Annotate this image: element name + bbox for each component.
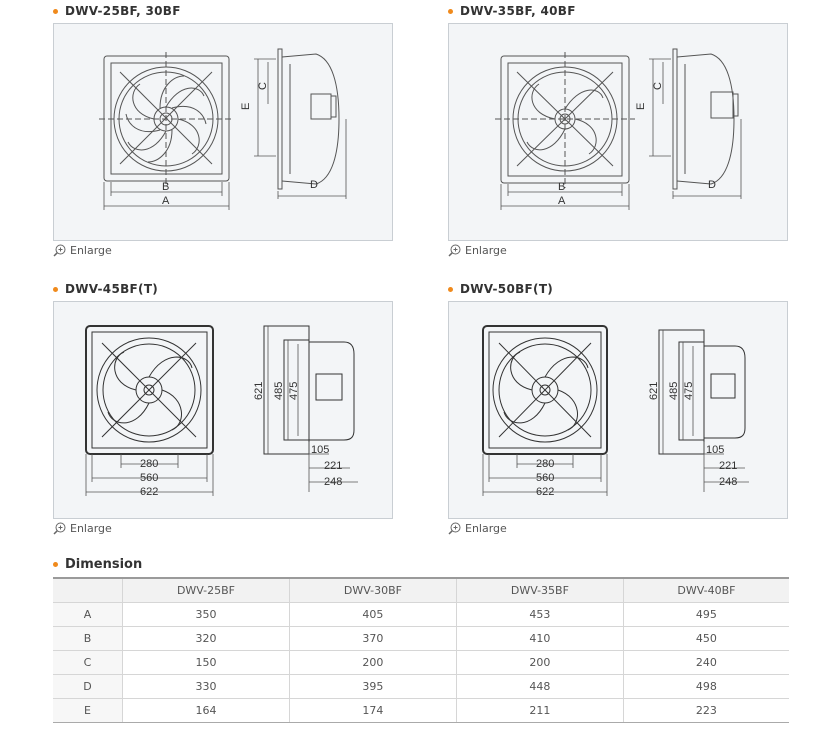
row-label: B — [53, 626, 123, 651]
panel-title-3: DWV-45BF(T) — [53, 282, 158, 296]
bullet-icon — [448, 286, 453, 292]
dim-label-h1: 621 — [648, 382, 660, 400]
table-row: C 150 200 200 240 — [53, 650, 789, 675]
magnify-plus-icon — [448, 244, 461, 257]
panel-title-4: DWV-50BF(T) — [448, 282, 553, 296]
enlarge-link-1[interactable]: Enlarge — [53, 244, 112, 257]
table-cell: 448 — [455, 674, 624, 699]
front-view — [495, 52, 635, 188]
table-row: E 164 174 211 223 — [53, 698, 789, 723]
bullet-icon — [53, 8, 58, 14]
side-view — [658, 329, 746, 455]
table-cell: 395 — [288, 674, 457, 699]
dim-label-a: 622 — [536, 486, 554, 498]
fan-drawing-2: B A E C D — [495, 48, 742, 210]
dim-label-c: 280 — [140, 458, 158, 470]
dim-label-a: A — [558, 195, 566, 207]
bullet-icon — [53, 286, 58, 292]
dimension-table: DWV-25BF DWV-30BF DWV-35BF DWV-40BF A 35… — [53, 577, 789, 723]
table-cell: 150 — [122, 650, 290, 675]
dim-label-c: C — [652, 82, 664, 90]
dim-label-h1: 621 — [253, 382, 265, 400]
magnify-plus-icon — [53, 522, 66, 535]
dim-label-a: 622 — [140, 486, 158, 498]
fan-drawing-1: B A E C D — [99, 48, 347, 210]
panel-title-1: DWV-25BF, 30BF — [53, 4, 181, 18]
table-cell: 453 — [455, 602, 624, 627]
dim-label-h3: 475 — [288, 382, 300, 400]
dim-label-d3: 248 — [324, 476, 342, 488]
dimension-title: Dimension — [53, 557, 142, 572]
bullet-icon — [53, 562, 58, 567]
row-label: C — [53, 650, 123, 675]
table-cell: 223 — [622, 698, 789, 723]
dim-label-h3: 475 — [683, 382, 695, 400]
enlarge-link-2[interactable]: Enlarge — [448, 244, 507, 257]
table-row: A 350 405 453 495 — [53, 602, 789, 627]
table-header-cell: DWV-25BF — [122, 577, 290, 603]
table-cell: 200 — [288, 650, 457, 675]
table-row: D 330 395 448 498 — [53, 674, 789, 699]
dim-label-a: A — [162, 195, 170, 207]
dim-label-h2: 485 — [668, 382, 680, 400]
dim-label-c: C — [257, 82, 269, 90]
dim-label-h2: 485 — [273, 382, 285, 400]
table-header-cell: DWV-35BF — [455, 577, 624, 603]
dim-label-b: B — [162, 181, 169, 193]
dim-label-b: 560 — [536, 472, 554, 484]
enlarge-link-4[interactable]: Enlarge — [448, 522, 507, 535]
table-cell: 450 — [622, 626, 789, 651]
magnify-plus-icon — [53, 244, 66, 257]
dim-label-e: E — [635, 103, 647, 110]
drawing-frame-2: B A E C D — [448, 23, 788, 241]
table-cell: 330 — [122, 674, 290, 699]
dim-label-d: D — [310, 179, 318, 191]
drawing-frame-4: 280 560 622 621 485 475 105 221 248 — [448, 301, 788, 519]
table-cell: 320 — [122, 626, 290, 651]
panel-title-2: DWV-35BF, 40BF — [448, 4, 576, 18]
row-label: E — [53, 698, 123, 723]
dim-label-d3: 248 — [719, 476, 737, 488]
bullet-icon — [448, 8, 453, 14]
table-cell: 405 — [288, 602, 457, 627]
table-cell: 410 — [455, 626, 624, 651]
row-label: D — [53, 674, 123, 699]
table-cell: 211 — [455, 698, 624, 723]
table-cell: 240 — [622, 650, 789, 675]
dim-label-d2: 221 — [719, 460, 737, 472]
table-cell: 498 — [622, 674, 789, 699]
table-cell: 350 — [122, 602, 290, 627]
row-label: A — [53, 602, 123, 627]
table-cell: 174 — [288, 698, 457, 723]
fan-drawing-4: 280 560 622 621 485 475 105 221 248 — [482, 325, 749, 498]
front-view — [85, 325, 214, 455]
side-view — [672, 48, 739, 190]
table-cell: 370 — [288, 626, 457, 651]
dim-label-d1: 105 — [706, 444, 724, 456]
dim-label-d2: 221 — [324, 460, 342, 472]
table-cell: 164 — [122, 698, 290, 723]
dim-label-b: 560 — [140, 472, 158, 484]
table-header-row: DWV-25BF DWV-30BF DWV-35BF DWV-40BF — [53, 577, 789, 603]
fan-drawing-3: 280 560 622 621 485 475 105 221 248 — [85, 325, 358, 498]
table-header-cell — [53, 577, 123, 603]
dim-label-e: E — [240, 103, 252, 110]
side-view — [277, 48, 340, 190]
front-view — [99, 52, 234, 186]
dim-label-d: D — [708, 179, 716, 191]
table-cell: 495 — [622, 602, 789, 627]
table-row: B 320 370 410 450 — [53, 626, 789, 651]
dim-label-b: B — [558, 181, 565, 193]
table-header-cell: DWV-30BF — [288, 577, 457, 603]
drawing-frame-1: B A E C D — [53, 23, 393, 241]
side-view — [263, 325, 355, 455]
table-header-cell: DWV-40BF — [622, 577, 789, 603]
dim-label-d1: 105 — [311, 444, 329, 456]
dim-label-c: 280 — [536, 458, 554, 470]
enlarge-link-3[interactable]: Enlarge — [53, 522, 112, 535]
front-view — [482, 325, 608, 455]
table-cell: 200 — [455, 650, 624, 675]
magnify-plus-icon — [448, 522, 461, 535]
drawing-frame-3: 280 560 622 621 485 475 105 221 248 — [53, 301, 393, 519]
